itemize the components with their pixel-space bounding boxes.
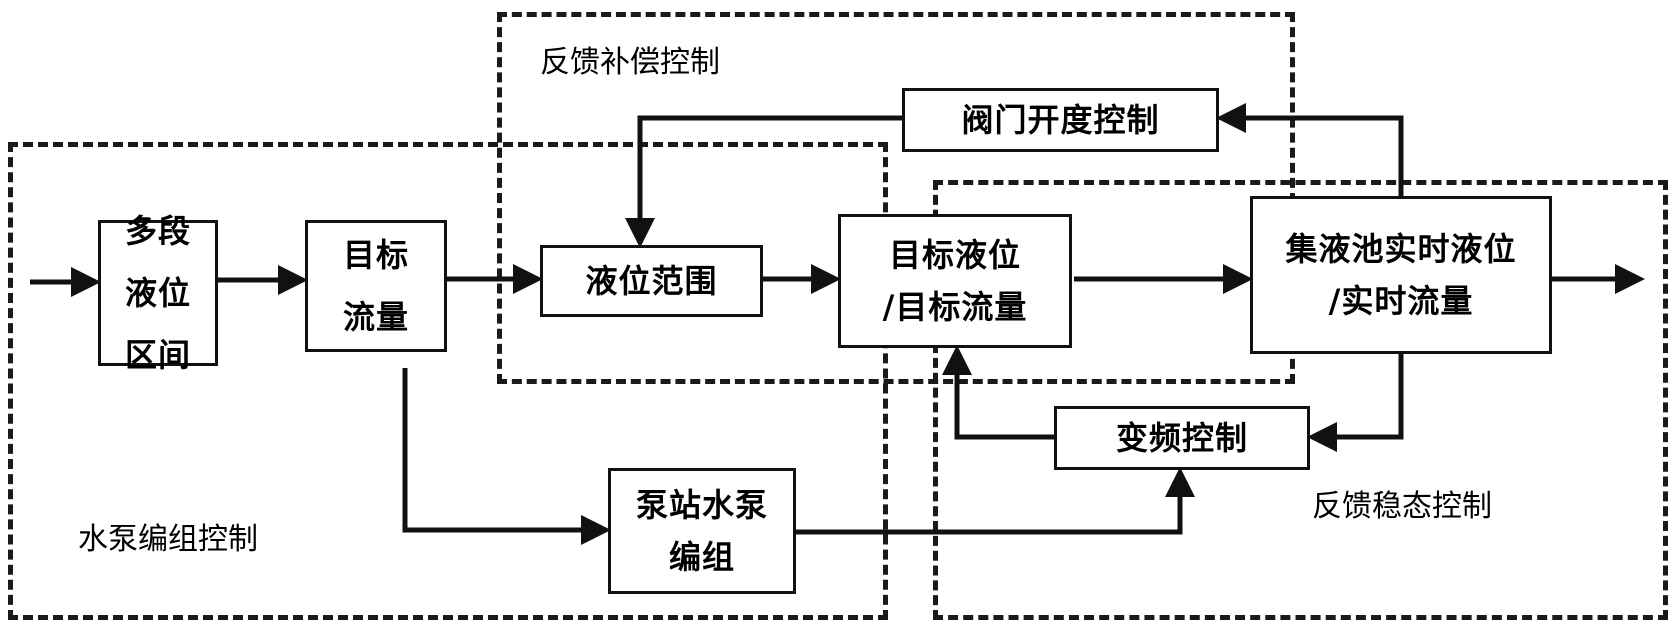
pump-station-pump-group-line2: 编组 bbox=[668, 538, 735, 576]
vfd-control-text: 变频控制 bbox=[1115, 419, 1248, 457]
sump-to-vfd-feedback-arrow bbox=[1307, 354, 1404, 452]
multi-level-interval-block: 多段液位区间 bbox=[98, 212, 218, 374]
valve-to-level-range-arrow bbox=[625, 115, 902, 248]
valve-opening-control-block: 阀门开度控制 bbox=[902, 88, 1219, 152]
target-flow-to-pump-group-arrow bbox=[402, 368, 611, 545]
target-level-flow-line1: 目标液位 bbox=[888, 236, 1021, 274]
sump-to-valve-feedback-arrow bbox=[1216, 103, 1404, 196]
vfd-control-block: 变频控制 bbox=[1054, 406, 1310, 470]
pump-group-to-vfd-arrow bbox=[796, 467, 1195, 535]
level-range-text: 液位范围 bbox=[585, 262, 718, 300]
sump-realtime-level-flow-line1: 集液池实时液位 bbox=[1285, 230, 1517, 268]
feedback-compensation-region-label: 反馈补偿控制 bbox=[540, 45, 720, 80]
sump-realtime-level-flow-line2: /实时流量 bbox=[1328, 282, 1474, 320]
target-level-flow-block: 目标液位 /目标流量 bbox=[838, 214, 1072, 348]
pump-station-pump-group-line1: 泵站水泵 bbox=[635, 486, 768, 524]
multi-level-interval-text: 多段液位区间 bbox=[124, 212, 191, 374]
pump-group-region-label: 水泵编组控制 bbox=[78, 522, 258, 557]
sump-realtime-level-flow-block: 集液池实时液位 /实时流量 bbox=[1250, 196, 1552, 354]
vfd-to-target-level-arrow bbox=[942, 345, 1054, 440]
target-level-flow-line2: /目标流量 bbox=[882, 288, 1028, 326]
valve-opening-control-text: 阀门开度控制 bbox=[961, 101, 1160, 139]
feedback-steady-region bbox=[933, 180, 1668, 620]
feedback-steady-region-label: 反馈稳态控制 bbox=[1312, 489, 1492, 524]
target-flow-text: 目标流量 bbox=[342, 236, 409, 336]
